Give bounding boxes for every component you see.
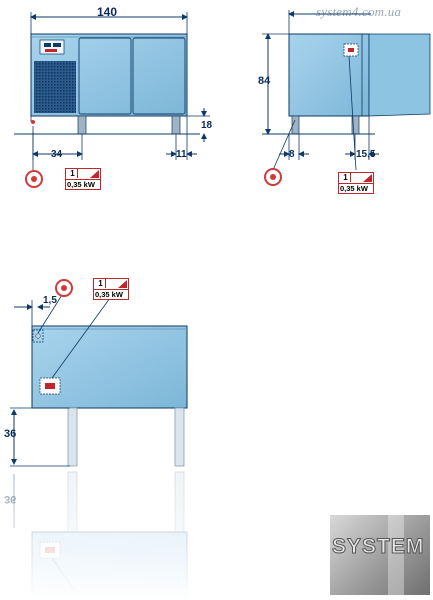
power-kw-label: 0,35 kW [67,180,95,189]
logo-text: SYSTEM [331,535,425,559]
power-triangle-icon [118,280,127,288]
dim-1-5: 1,5 [43,295,57,306]
door-2 [132,37,186,115]
dim-34: 34 [51,149,63,160]
door-1 [78,37,132,115]
electric-connection-icon [264,168,282,186]
electric-connection-icon [55,279,73,297]
power-kw-label: 0,35 kW [95,290,123,299]
dim-36-reflection: 36 [4,493,17,505]
power-triangle-icon [363,174,372,182]
power-rating-box: 1 0,35 kW [93,278,129,300]
dim-15-5: 15,5 [356,149,376,160]
lower-view [0,294,210,600]
power-phase-number: 1 [96,279,106,288]
system4-logo: SYSTEM [330,515,430,595]
power-rating-box: 1 0,35 kW [338,172,374,194]
power-triangle-icon [90,170,99,178]
dim-8: 8 [289,149,295,160]
dim-36: 36 [4,428,17,440]
open-door [368,33,431,117]
dim-width-140: 140 [97,5,118,19]
dim-18: 18 [201,120,213,131]
power-rating-box: 1 0,35 kW [65,168,101,190]
dim-height-84: 84 [258,75,271,87]
electric-connection-icon [25,170,43,188]
side-view [262,10,431,171]
power-phase-number: 1 [341,173,351,182]
compressor-grille [34,61,76,113]
power-kw-label: 0,35 kW [340,184,368,193]
front-view [14,12,210,170]
lower-cabinet [31,325,188,409]
dim-11: 11 [176,149,187,160]
watermark-text: system4.com.ua [316,4,402,19]
power-phase-number: 1 [68,169,78,178]
